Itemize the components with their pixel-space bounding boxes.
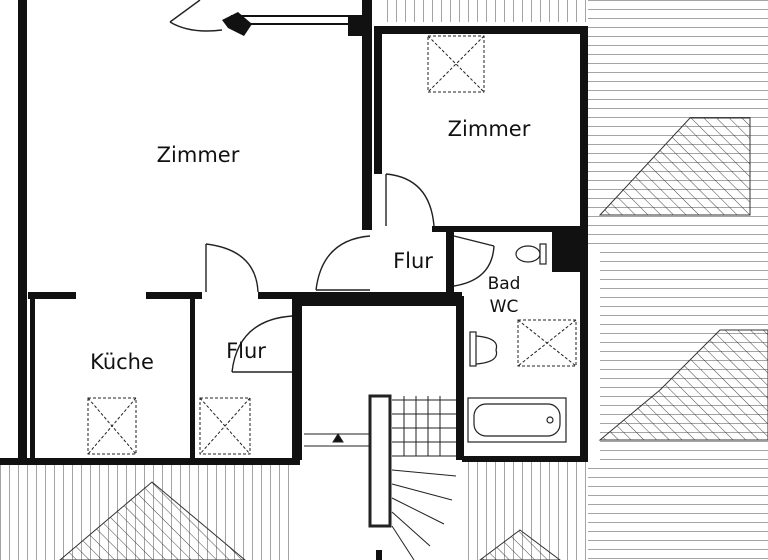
label-bad: Bad <box>488 274 521 294</box>
door-zimmer-small <box>385 173 435 227</box>
room-labels: Zimmer Zimmer Flur Flur Küche Bad WC <box>90 117 531 374</box>
door-top <box>169 0 223 32</box>
roof-top-strip <box>380 0 590 22</box>
skylight-flur <box>199 397 251 455</box>
door-bad <box>453 235 495 287</box>
label-zimmer-small: Zimmer <box>448 117 531 141</box>
label-kueche: Küche <box>90 350 154 374</box>
roof-right-ridge-2 <box>598 329 768 441</box>
label-flur-upper: Flur <box>393 249 433 273</box>
stair-arrow-icon <box>332 433 344 443</box>
stair-steps <box>391 396 457 560</box>
roof-right-area <box>588 0 768 560</box>
fixtures <box>467 243 567 443</box>
toilet-icon <box>515 243 547 265</box>
skylight-bad <box>517 319 577 367</box>
doors <box>169 0 495 373</box>
door-kueche <box>205 243 259 293</box>
roof-right-ridge-1 <box>598 117 751 216</box>
staircase <box>304 394 457 560</box>
label-wc: WC <box>490 297 519 317</box>
bathtub-icon <box>467 397 567 443</box>
skylight-zimmer-small <box>427 35 485 93</box>
skylights <box>87 35 577 455</box>
skylight-kueche <box>87 397 137 455</box>
label-flur-lower: Flur <box>226 339 266 363</box>
stair-rail <box>368 394 392 528</box>
door-flur-left <box>315 235 371 291</box>
door-lower-flur <box>231 315 293 373</box>
sink-icon <box>469 331 498 367</box>
label-zimmer-large: Zimmer <box>157 143 240 167</box>
roof-bottom-right-gable <box>479 529 561 560</box>
roof-bottom-left-gable <box>59 481 246 560</box>
walls <box>0 0 588 465</box>
